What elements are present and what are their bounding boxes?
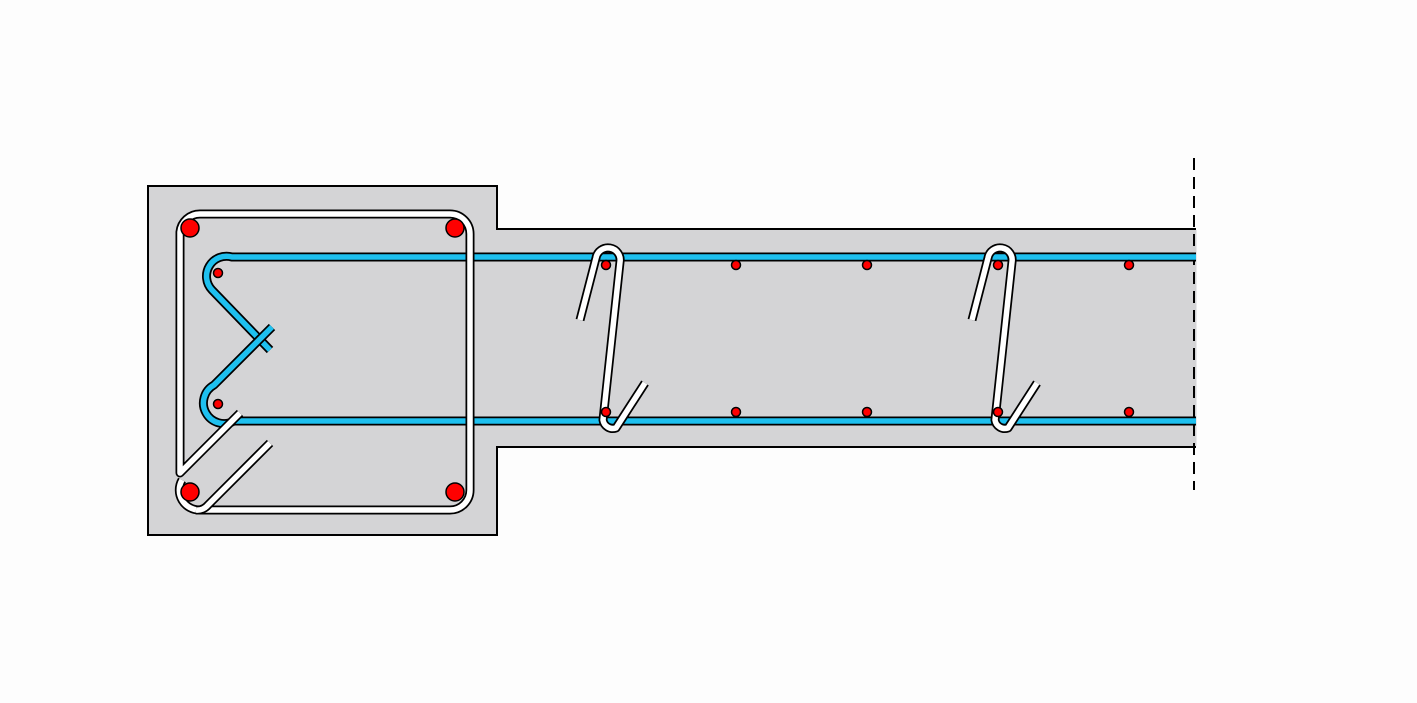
vertical-bar-5 xyxy=(861,259,873,271)
vertical-bar-12 xyxy=(1123,406,1135,418)
vertical-bar-10 xyxy=(861,406,873,418)
column-corner-bar-1 xyxy=(180,218,200,238)
vertical-bar-7 xyxy=(1123,259,1135,271)
vertical-bar-2 xyxy=(212,398,224,410)
vertical-bar-6 xyxy=(992,259,1004,271)
u-bar-top xyxy=(202,251,1196,354)
vertical-bar-4 xyxy=(730,259,742,271)
vertical-bar-8 xyxy=(600,406,612,418)
concrete-section xyxy=(147,185,1196,536)
vertical-bar-3 xyxy=(600,259,612,271)
vertical-bar-11 xyxy=(992,406,1004,418)
column-corner-bar-2 xyxy=(445,218,465,238)
wall-cross-tie-1 xyxy=(575,243,649,433)
column-corner-bar-4 xyxy=(445,482,465,502)
vertical-bar-1 xyxy=(212,267,224,279)
column-corner-bar-3 xyxy=(180,482,200,502)
column-stirrup xyxy=(174,209,475,515)
wall-cross-tie-2 xyxy=(967,243,1041,433)
vertical-bar-9 xyxy=(730,406,742,418)
stirrup-hook xyxy=(195,439,274,515)
